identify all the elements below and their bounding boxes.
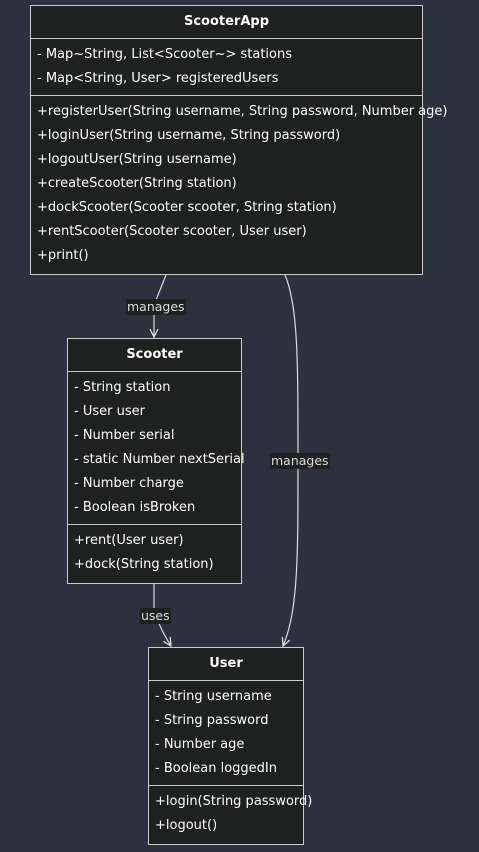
method-line: +dock(String station): [74, 557, 214, 572]
attribute-line: - Map<String, User> registeredUsers: [37, 71, 279, 86]
edge-label-app-scooter: manages: [126, 299, 186, 315]
class-box-user[interactable]: User - String username - String password…: [148, 647, 313, 845]
class-title-scooter: Scooter: [68, 339, 241, 372]
attribute-line: - Map~String, List<Scooter~> stations: [37, 47, 293, 62]
class-box-scooterapp[interactable]: ScooterApp - Map~String, List<Scooter~> …: [30, 5, 448, 275]
class-title-user: User: [149, 648, 303, 681]
attributes-section-scooterapp: - Map~String, List<Scooter~> stations - …: [31, 39, 422, 95]
methods-section-user: +login(String password) +logout(): [149, 785, 313, 842]
attribute-line: - User user: [74, 404, 145, 419]
method-line: +rentScooter(Scooter scooter, User user): [37, 224, 307, 239]
attribute-line: - Number charge: [74, 476, 184, 491]
method-line: +print(): [37, 248, 89, 263]
attribute-line: - String password: [155, 713, 269, 728]
method-line: +logoutUser(String username): [37, 152, 237, 167]
attribute-line: - Boolean loggedIn: [155, 761, 277, 776]
method-line: +createScooter(String station): [37, 176, 237, 191]
attributes-section-scooter: - String station - User user - Number se…: [68, 372, 245, 524]
method-line: +loginUser(String username, String passw…: [37, 128, 341, 143]
method-line: +rent(User user): [74, 533, 184, 548]
attribute-line: - Number serial: [74, 428, 175, 443]
method-line: +logout(): [155, 818, 218, 833]
class-box-scooter[interactable]: Scooter - String station - User user - N…: [67, 338, 245, 584]
class-title-scooterapp: ScooterApp: [31, 6, 422, 39]
attribute-line: - Boolean isBroken: [74, 500, 196, 515]
attributes-section-user: - String username - String password - Nu…: [149, 681, 303, 785]
method-line: +dockScooter(Scooter scooter, String sta…: [37, 200, 337, 215]
attribute-line: - Number age: [155, 737, 245, 752]
method-line: +registerUser(String username, String pa…: [37, 104, 448, 119]
edge-label-app-user: manages: [270, 453, 330, 469]
attribute-line: - String username: [155, 689, 272, 704]
edge-label-scooter-user: uses: [140, 608, 171, 624]
attribute-line: - static Number nextSerial: [74, 452, 245, 467]
methods-section-scooter: +rent(User user) +dock(String station): [68, 524, 241, 581]
methods-section-scooterapp: +registerUser(String username, String pa…: [31, 95, 448, 272]
method-line: +login(String password): [155, 794, 313, 809]
attribute-line: - String station: [74, 380, 171, 395]
